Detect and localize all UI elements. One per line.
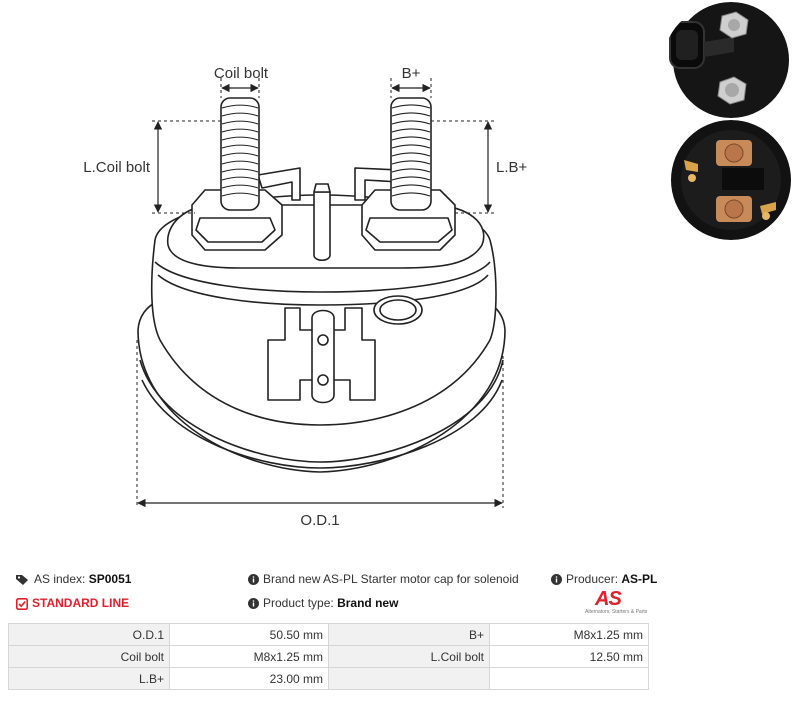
check-square-icon: [16, 597, 28, 610]
spec-value: 50.50 mm: [169, 623, 329, 646]
spec-value: 23.00 mm: [169, 667, 329, 690]
product-type-label: Product type:: [263, 596, 334, 610]
standard-line-badge: STANDARD LINE: [16, 596, 129, 610]
spec-value: M8x1.25 mm: [169, 645, 329, 668]
producer-value: AS-PL: [621, 572, 658, 586]
product-type-value: Brand new: [337, 596, 399, 610]
spec-label: [328, 667, 490, 690]
description-info: Brand new AS-PL Starter motor cap for so…: [248, 572, 519, 586]
info-circle-icon: [248, 598, 259, 610]
spec-label: O.D.1: [8, 623, 170, 646]
table-row: L.B+ 23.00 mm: [8, 667, 649, 690]
od1-label: O.D.1: [300, 512, 339, 529]
l-coil-bolt-label: L.Coil bolt: [83, 159, 151, 176]
producer-info: Producer: AS-PL: [551, 572, 657, 586]
spec-label: L.Coil bolt: [328, 645, 490, 668]
b-plus-label: B+: [402, 65, 421, 82]
product-photo-top[interactable]: [664, 2, 798, 118]
spec-value: [489, 667, 649, 690]
product-type-info: Product type: Brand new: [248, 596, 398, 610]
producer-label: Producer:: [566, 572, 619, 586]
standard-line-label: STANDARD LINE: [32, 596, 130, 610]
coil-bolt-label: Coil bolt: [214, 65, 269, 82]
product-description: Brand new AS-PL Starter motor cap for so…: [263, 572, 519, 586]
l-b-plus-label: L.B+: [496, 159, 528, 176]
as-pl-logo[interactable]: AS Alternators, Starters & Parts: [585, 588, 655, 618]
specs-table: O.D.1 50.50 mm B+ M8x1.25 mm Coil bolt M…: [8, 623, 649, 690]
as-index-info: AS index: SP0051: [16, 572, 131, 586]
spec-label: B+: [328, 623, 490, 646]
as-index-value: SP0051: [88, 572, 132, 586]
spec-value: 12.50 mm: [489, 645, 649, 668]
info-circle-icon: [551, 574, 562, 586]
technical-drawing: Coil bolt B+ L.Coil bolt L.B+ O.D.1: [83, 65, 528, 529]
info-circle-icon: [248, 574, 259, 586]
table-row: Coil bolt M8x1.25 mm L.Coil bolt 12.50 m…: [8, 645, 649, 668]
tags-icon: [16, 574, 28, 585]
logo-mark: AS: [595, 588, 622, 610]
logo-tagline: Alternators, Starters & Parts: [585, 609, 648, 615]
table-row: O.D.1 50.50 mm B+ M8x1.25 mm: [8, 623, 649, 646]
spec-label: Coil bolt: [8, 645, 170, 668]
as-index-label: AS index:: [34, 572, 86, 586]
spec-label: L.B+: [8, 667, 170, 690]
spec-value: M8x1.25 mm: [489, 623, 649, 646]
product-photo-bottom[interactable]: [664, 120, 798, 240]
